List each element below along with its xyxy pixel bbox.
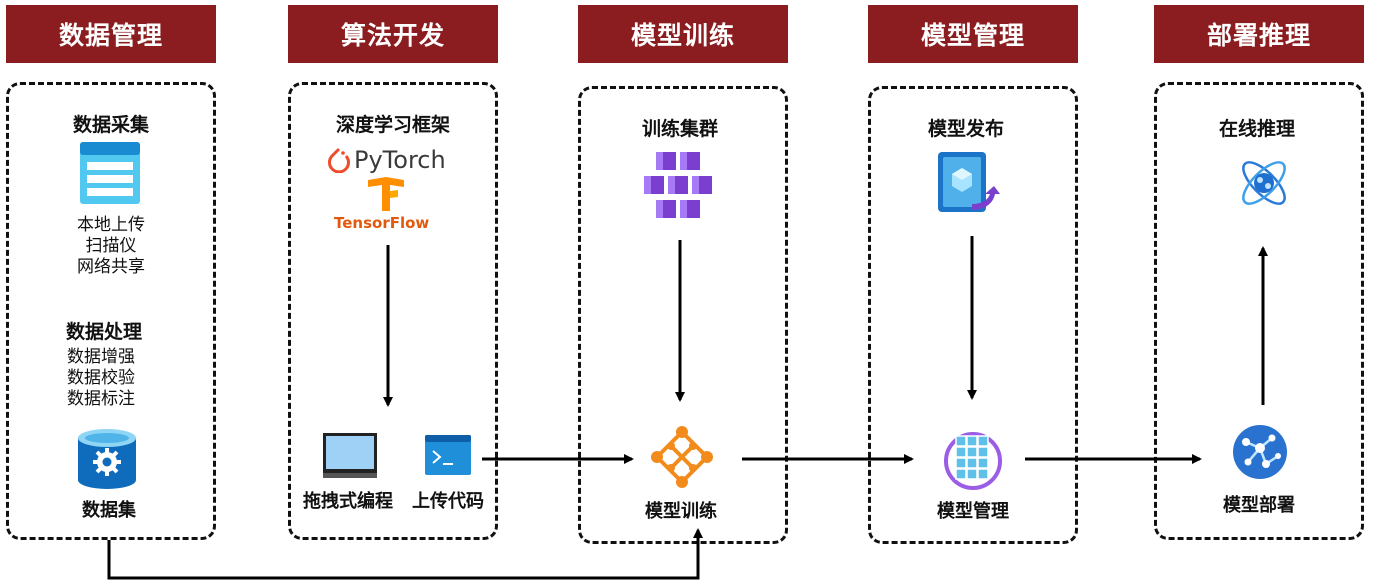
monitor-icon bbox=[323, 433, 377, 478]
data-processing-title: 数据处理 bbox=[65, 321, 142, 343]
pytorch-logo-icon bbox=[328, 147, 350, 173]
box-model-training bbox=[578, 86, 788, 544]
tensorflow-label: TensorFlow bbox=[334, 214, 430, 232]
pytorch-label: PyTorch bbox=[354, 146, 446, 174]
dataset-label: 数据集 bbox=[82, 500, 136, 521]
data-collection-title: 数据采集 bbox=[72, 114, 149, 136]
collect-item-scanner: 扫描仪 bbox=[85, 236, 137, 256]
collect-item-network-share: 网络共享 bbox=[77, 257, 145, 277]
process-item-validation: 数据校验 bbox=[67, 368, 135, 388]
model-management-icon bbox=[944, 432, 1002, 490]
model-publish-icon bbox=[938, 152, 1000, 212]
model-training-label: 模型训练 bbox=[645, 501, 717, 522]
model-training-icon bbox=[651, 426, 713, 488]
header-algorithm-development: 算法开发 bbox=[288, 5, 498, 63]
model-management-label: 模型管理 bbox=[937, 501, 1009, 522]
box-algorithm-development bbox=[288, 82, 498, 540]
box-model-management bbox=[868, 86, 1078, 544]
training-cluster-title: 训练集群 bbox=[641, 118, 718, 140]
collect-item-local-upload: 本地上传 bbox=[77, 215, 145, 235]
arrow-dataset-to-training bbox=[107, 528, 703, 580]
inference-atom-icon bbox=[1242, 161, 1286, 205]
header-model-training: 模型训练 bbox=[578, 5, 788, 63]
upload-code-label: 上传代码 bbox=[412, 491, 484, 512]
box-data-management bbox=[6, 82, 216, 540]
table-storage-icon bbox=[80, 142, 140, 204]
header-deploy-inference: 部署推理 bbox=[1154, 5, 1364, 63]
model-deploy-icon bbox=[1233, 425, 1287, 479]
dataset-database-icon bbox=[78, 429, 136, 489]
process-item-annotation: 数据标注 bbox=[67, 389, 135, 409]
model-deploy-label: 模型部署 bbox=[1223, 495, 1295, 516]
terminal-icon bbox=[425, 435, 471, 475]
header-data-management: 数据管理 bbox=[6, 5, 216, 63]
model-publish-title: 模型发布 bbox=[927, 118, 1004, 140]
box-deploy-inference bbox=[1154, 82, 1364, 540]
header-model-management: 模型管理 bbox=[868, 5, 1078, 63]
tensorflow-logo-icon bbox=[368, 177, 404, 211]
online-inference-title: 在线推理 bbox=[1218, 118, 1295, 140]
process-item-augmentation: 数据增强 bbox=[67, 347, 135, 367]
cluster-icon bbox=[644, 152, 712, 218]
framework-title: 深度学习框架 bbox=[335, 114, 450, 136]
drag-drop-programming-label: 拖拽式编程 bbox=[303, 491, 393, 512]
